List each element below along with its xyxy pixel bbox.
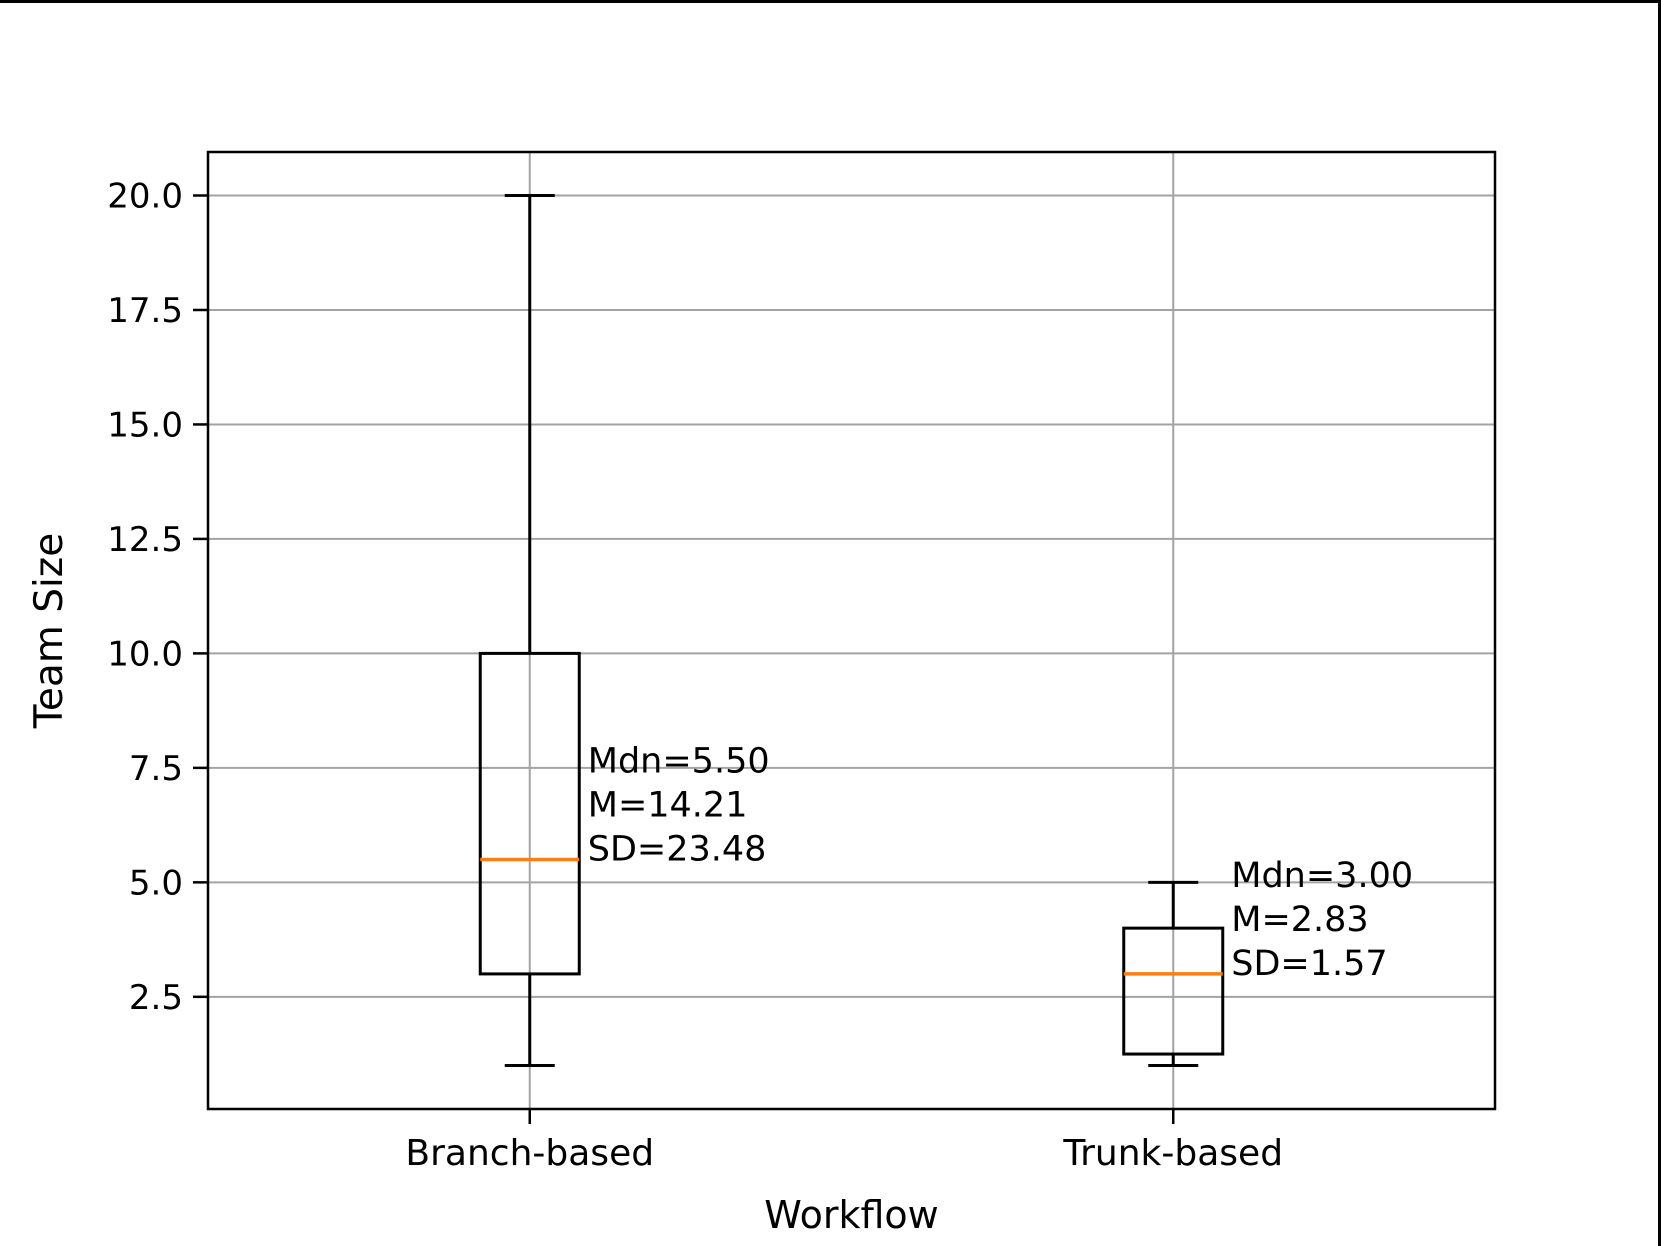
y-tick-label: 20.0: [107, 177, 183, 217]
image-right-border: [1658, 0, 1661, 1246]
x-tick-label: Branch-based: [405, 1133, 654, 1174]
stats-annotation-line: SD=23.48: [588, 829, 767, 869]
stats-annotation-line: M=2.83: [1231, 900, 1368, 940]
y-tick-label: 7.5: [129, 749, 183, 789]
image-top-border: [0, 0, 1661, 3]
stats-annotation-line: SD=1.57: [1231, 944, 1387, 984]
box: [1122, 926, 1225, 1056]
y-tick-label: 17.5: [107, 291, 183, 331]
box: [478, 651, 581, 976]
stats-annotation-line: Mdn=3.00: [1231, 856, 1413, 896]
x-axis-title: Workflow: [764, 1193, 939, 1237]
stats-annotation-line: Mdn=5.50: [588, 741, 770, 781]
x-tick-label: Trunk-based: [1062, 1133, 1283, 1174]
plot-frame: [206, 150, 1497, 1111]
y-tick-label: 12.5: [107, 520, 183, 560]
stats-annotation-line: M=14.21: [588, 785, 748, 825]
y-axis-title: Team Size: [27, 533, 72, 730]
y-tick-label: 5.0: [129, 863, 183, 903]
y-tick-label: 2.5: [129, 978, 183, 1018]
y-tick-label: 10.0: [107, 634, 183, 674]
y-tick-label: 15.0: [107, 405, 183, 445]
